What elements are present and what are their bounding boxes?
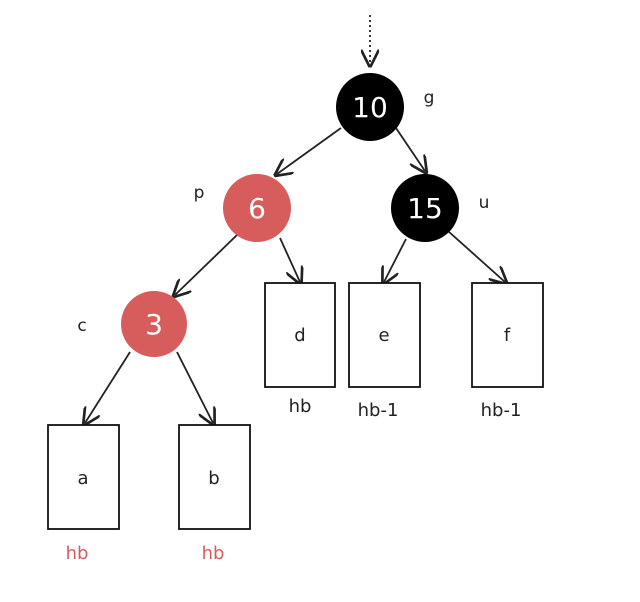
subtree-d: d	[264, 282, 336, 388]
subtree-e-label: e	[378, 325, 389, 346]
node-p-circle	[223, 174, 291, 242]
subtree-f-box	[471, 282, 544, 388]
edge-c-to-a	[85, 351, 131, 423]
edge-p-to-c	[175, 234, 238, 295]
subtree-d-box	[264, 282, 336, 388]
node-c-label: c	[77, 316, 86, 336]
edge-g-to-p	[277, 127, 342, 174]
node-u-value: 15	[407, 192, 443, 225]
node-g: 10	[336, 73, 404, 141]
subtree-a-box	[47, 424, 120, 530]
node-g-label: g	[424, 88, 435, 108]
edge-p-to-d	[279, 237, 300, 282]
subtree-f-label: f	[504, 325, 511, 346]
subtree-f: f	[471, 282, 544, 388]
node-u: 15	[391, 174, 459, 242]
node-c-circle	[121, 291, 187, 357]
edge-c-to-b	[176, 351, 213, 423]
subtree-d-height: hb	[289, 396, 312, 417]
node-u-label: u	[479, 193, 490, 213]
edge-u-to-f	[447, 230, 505, 282]
node-p-value: 6	[248, 192, 266, 225]
node-u-circle	[391, 174, 459, 242]
edge-g-to-u	[395, 127, 425, 171]
node-c: 3	[121, 291, 187, 357]
subtree-b-label: b	[208, 468, 219, 489]
subtree-b-box	[178, 424, 251, 530]
subtree-b: b	[178, 424, 251, 530]
edge-u-to-e	[384, 238, 407, 282]
node-g-value: 10	[352, 91, 388, 124]
node-p-label: p	[194, 183, 205, 203]
subtree-f-height: hb-1	[481, 400, 522, 421]
node-p: 6	[223, 174, 291, 242]
subtree-e-box	[348, 282, 421, 388]
subtree-a-label: a	[77, 468, 88, 489]
node-c-value: 3	[145, 308, 163, 341]
subtree-b-height: hb	[202, 543, 225, 564]
subtree-e-height: hb-1	[358, 400, 399, 421]
subtree-d-label: d	[294, 325, 305, 346]
subtree-e: e	[348, 282, 421, 388]
subtree-a-height: hb	[66, 543, 89, 564]
node-g-circle	[336, 73, 404, 141]
subtree-a: a	[47, 424, 120, 530]
